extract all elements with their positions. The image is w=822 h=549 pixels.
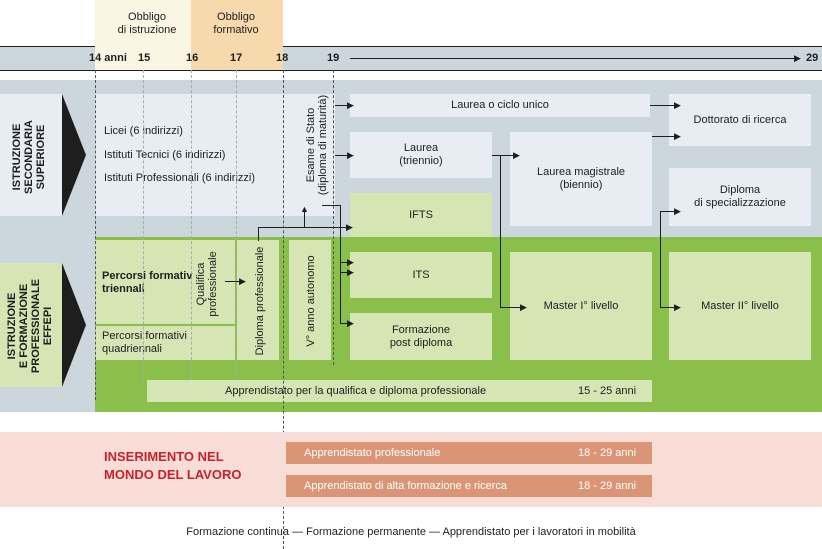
arrow-head: ▶	[239, 276, 246, 286]
arrow-diploma-up	[258, 227, 259, 241]
apprendistato-qualifica-label: Apprendistato per la qualifica e diploma…	[225, 385, 487, 397]
master2-box: Master II° livello	[669, 252, 811, 360]
arrow-esame-ciclo	[335, 105, 348, 106]
apprendistato-qualifica-bar	[147, 380, 652, 402]
arrow-to-master1	[500, 307, 522, 308]
iefp-chevron	[62, 263, 86, 387]
apprendistato-alta-label: Apprendistato di alta formazione e ricer…	[304, 480, 507, 492]
arrow-esame-up	[304, 211, 305, 227]
laurea-ciclo-unico-box: Laurea o ciclo unico	[350, 94, 650, 117]
arrow-to-its-1	[340, 262, 348, 263]
quinto-anno-label: V° anno autonomo	[305, 255, 317, 347]
laurea-triennio-box: Laurea (triennio)	[350, 132, 492, 178]
axis-rule	[0, 70, 822, 71]
arrow-head: ▶	[346, 222, 353, 232]
age-arrow-line	[350, 58, 795, 59]
guide-17	[236, 70, 237, 380]
age-18: 18	[276, 52, 289, 64]
guide-14	[95, 70, 96, 400]
arrow-head: ▶	[674, 206, 681, 216]
top-rule	[0, 46, 822, 47]
arrow-magistrale-master2	[660, 211, 661, 307]
its-box: ITS	[350, 252, 492, 298]
arrow-ciclo-dottorato	[650, 105, 675, 106]
obbligo-istruzione-header	[95, 0, 191, 70]
dottorato-box: Dottorato di ricerca	[669, 94, 811, 146]
diploma-prof-label: Diploma professionale	[254, 246, 266, 356]
arrow-head: ▶	[347, 267, 354, 277]
guide-15	[143, 70, 144, 380]
percorsi-triennali-label: Percorsi formativi triennali	[102, 270, 196, 295]
master1-box: Master I° livello	[510, 252, 652, 360]
quinto-anno-box	[289, 240, 331, 360]
arrow-head: ▶	[674, 131, 681, 141]
apprendistato-alta-range: 18 - 29 anni	[578, 480, 637, 492]
secondaria-tecnici: Istituti Tecnici (6 indirizzi)	[104, 149, 226, 161]
arrow-triennio-magistrale	[492, 155, 515, 156]
arrow-head: ▶	[347, 318, 354, 328]
inserimento-label: INSERIMENTO NEL MONDO DEL LAVORO	[104, 449, 242, 482]
diploma-spec-box: Diploma di specializzazione	[669, 168, 811, 226]
secondaria-chevron	[62, 94, 86, 216]
apprendistato-qualifica-range: 15 - 25 anni	[578, 385, 637, 397]
obbligo-formativo-label: Obbligo formativo	[213, 11, 259, 36]
age-15: 15	[138, 52, 151, 64]
arrow-to-master2	[660, 307, 675, 308]
age-17: 17	[230, 52, 243, 64]
footer-text: Formazione continua — Formazione permane…	[186, 526, 636, 538]
bracket-top	[322, 205, 340, 206]
iefp-label: ISTRUZIONE E FORMAZIONE PROFESSIONALE EF…	[6, 278, 54, 374]
percorsi-quadriennali-box	[95, 326, 235, 360]
age-29: 29	[806, 52, 819, 64]
arrow-magistrale-spec	[660, 211, 675, 212]
apprendistato-alta-bar	[286, 475, 652, 497]
secondaria-professionali: Istituti Professionali (6 indirizzi)	[104, 172, 255, 184]
apprendistato-prof-range: 18 - 29 anni	[578, 447, 637, 459]
arrow-head: ▲	[300, 204, 309, 214]
apprendistato-prof-bar	[286, 442, 652, 464]
percorsi-quadriennali-label: Percorsi formativi quadriennali	[102, 330, 187, 355]
age-arrow-head: ▶	[794, 53, 801, 63]
obbligo-istruzione-label: Obbligo di istruzione	[117, 11, 177, 36]
qualifica-label: Qualifica professionale	[195, 251, 219, 317]
arrow-head: ▶	[513, 150, 520, 160]
bracket-vertical	[340, 205, 341, 323]
secondaria-block	[95, 94, 335, 216]
arrow-qualifica-diploma	[225, 281, 239, 282]
iefp-section	[0, 263, 62, 387]
apprendistato-prof-label: Apprendistato professionale	[304, 447, 441, 459]
percorsi-triennali-box	[95, 240, 193, 324]
formazione-post-box: Formazione post diploma	[350, 313, 492, 360]
secondaria-label: ISTRUZIONE SECONDARIA SUPERIORE	[11, 120, 47, 194]
arrow-head: ▶	[520, 302, 527, 312]
ifts-box: IFTS	[350, 193, 492, 237]
esame-stato-label: Esame di Stato (diploma di maturità)	[305, 94, 329, 196]
arrow-magistrale-dottorato	[652, 136, 675, 137]
arrow-to-formazione	[340, 323, 348, 324]
qualifica-box	[193, 240, 235, 324]
age-16: 16	[186, 52, 199, 64]
age-19: 19	[327, 52, 340, 64]
arrow-head: ▶	[347, 150, 354, 160]
arrow-head: ▶	[674, 302, 681, 312]
arrow-to-its-2	[340, 272, 348, 273]
arrow-esame-triennio	[335, 155, 348, 156]
secondaria-section	[0, 94, 62, 216]
arrow-head: ▶	[347, 100, 354, 110]
guide-19	[333, 70, 334, 365]
diploma-prof-box	[237, 240, 279, 360]
guide-18	[283, 70, 284, 549]
arrow-head: ▶	[347, 257, 354, 267]
age-14: 14 anni	[89, 52, 127, 64]
laurea-magistrale-box: Laurea magistrale (biennio)	[510, 132, 652, 226]
arrow-triennio-master1	[500, 155, 501, 307]
guide-16	[191, 70, 192, 380]
obbligo-formativo-header	[191, 0, 283, 70]
arrow-head: ▶	[674, 100, 681, 110]
arrow-diploma-ifts	[258, 227, 348, 228]
